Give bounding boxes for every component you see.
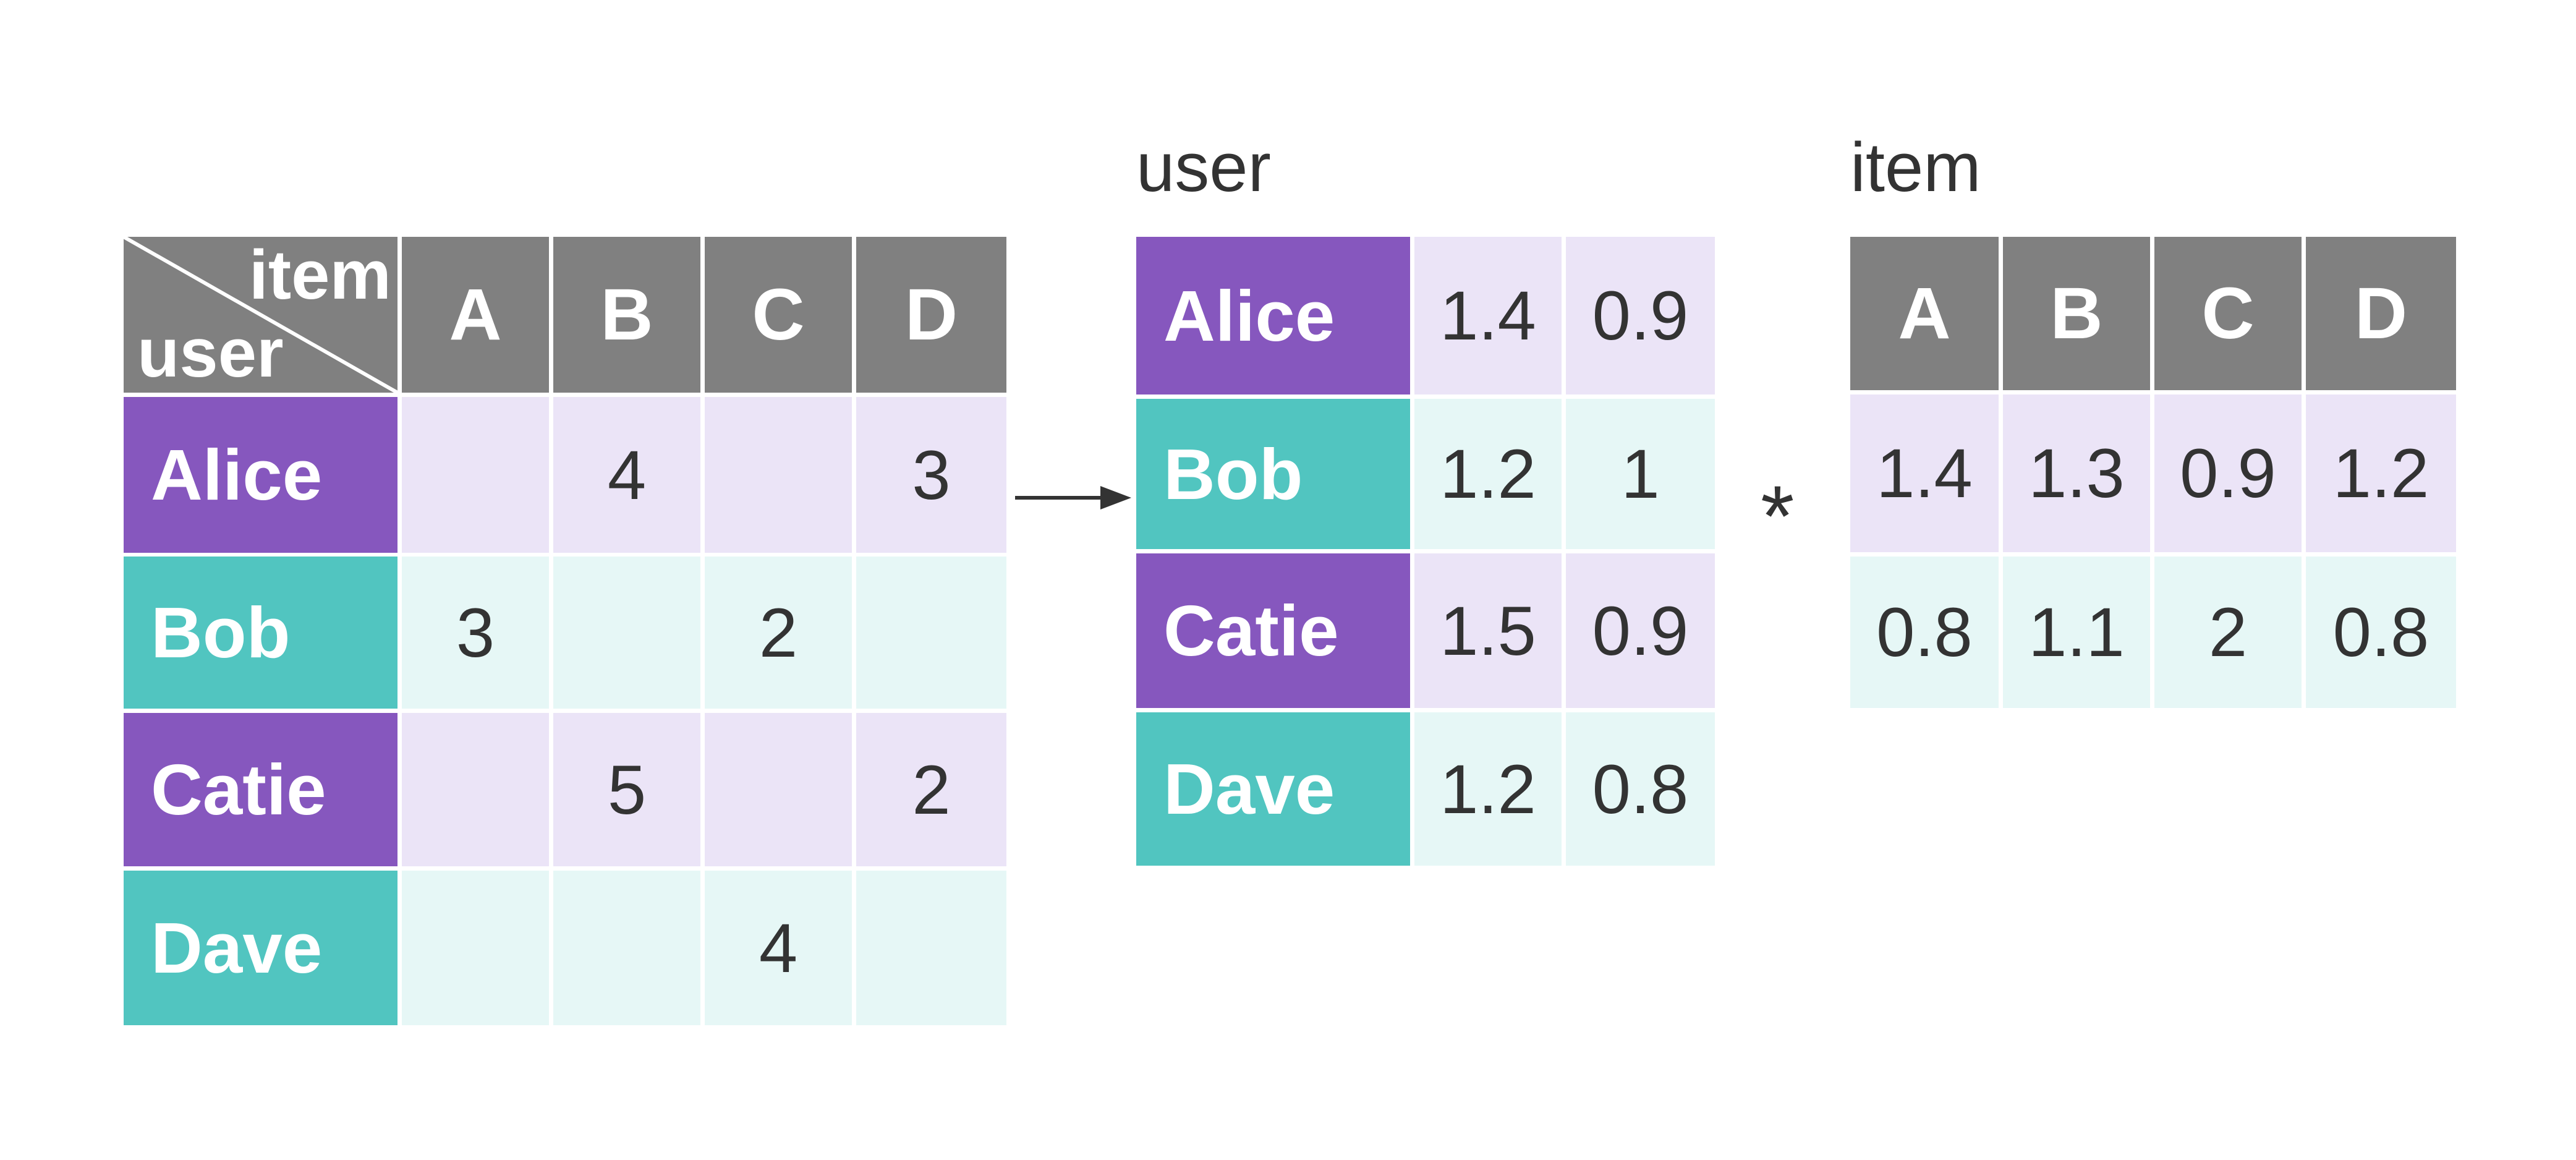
corner-user-label: user [137, 314, 284, 391]
item-factor-cell: 1.4 [1850, 394, 1999, 552]
item-factor-cell: 1.2 [2306, 394, 2456, 552]
rating-cell [705, 713, 852, 866]
corner-diagonal-line [124, 237, 397, 393]
rating-cell: 4 [705, 871, 852, 1025]
corner-item-label: item [249, 237, 391, 313]
item-column-header: C [2154, 237, 2302, 390]
rating-cell: 3 [402, 557, 549, 709]
item-factor-cell: 1.1 [2003, 557, 2150, 708]
rating-cell [402, 397, 549, 553]
rating-cell [553, 871, 700, 1025]
rating-column-header: B [553, 237, 700, 393]
user-factor-cell: 0.9 [1566, 237, 1715, 394]
rating-cell: 3 [856, 397, 1006, 553]
rating-matrix-corner-header: item user [124, 237, 397, 393]
rating-cell: 4 [553, 397, 700, 553]
user-factor-cell: 1.4 [1414, 237, 1562, 394]
rating-column-header: D [856, 237, 1006, 393]
rating-cell [553, 557, 700, 709]
user-matrix-row-name: Catie [1136, 553, 1410, 708]
item-factor-cell: 0.8 [2306, 557, 2456, 708]
user-factor-cell: 1 [1566, 399, 1715, 549]
rating-cell [856, 871, 1006, 1025]
rating-cell [856, 557, 1006, 709]
rating-cell: 2 [856, 713, 1006, 866]
rating-cell [402, 871, 549, 1025]
user-matrix-row-name: Dave [1136, 712, 1410, 866]
rating-row-user-name: Alice [124, 397, 397, 553]
item-matrix-title: item [1850, 129, 1981, 206]
item-column-header: B [2003, 237, 2150, 390]
rating-column-header: A [402, 237, 549, 393]
rating-row-user-name: Catie [124, 713, 397, 866]
user-matrix-row-name: Alice [1136, 237, 1410, 394]
user-factor-cell: 0.8 [1566, 712, 1715, 866]
user-factor-cell: 1.2 [1414, 712, 1562, 866]
item-factor-cell: 1.3 [2003, 394, 2150, 552]
multiply-symbol: * [1761, 467, 1795, 565]
arrow-right-icon [1015, 486, 1131, 510]
rating-row-user-name: Dave [124, 871, 397, 1025]
user-factor-cell: 1.2 [1414, 399, 1562, 549]
user-factor-cell: 0.9 [1566, 553, 1715, 708]
item-column-header: A [1850, 237, 1999, 390]
rating-cell [402, 713, 549, 866]
user-factor-cell: 1.5 [1414, 553, 1562, 708]
user-matrix-row-name: Bob [1136, 399, 1410, 549]
item-factor-cell: 0.9 [2154, 394, 2302, 552]
item-factor-cell: 0.8 [1850, 557, 1999, 708]
user-matrix-title: user [1136, 129, 1271, 206]
item-factor-cell: 2 [2154, 557, 2302, 708]
rating-cell [705, 397, 852, 553]
item-column-header: D [2306, 237, 2456, 390]
rating-row-user-name: Bob [124, 557, 397, 709]
rating-column-header: C [705, 237, 852, 393]
rating-cell: 2 [705, 557, 852, 709]
rating-cell: 5 [553, 713, 700, 866]
